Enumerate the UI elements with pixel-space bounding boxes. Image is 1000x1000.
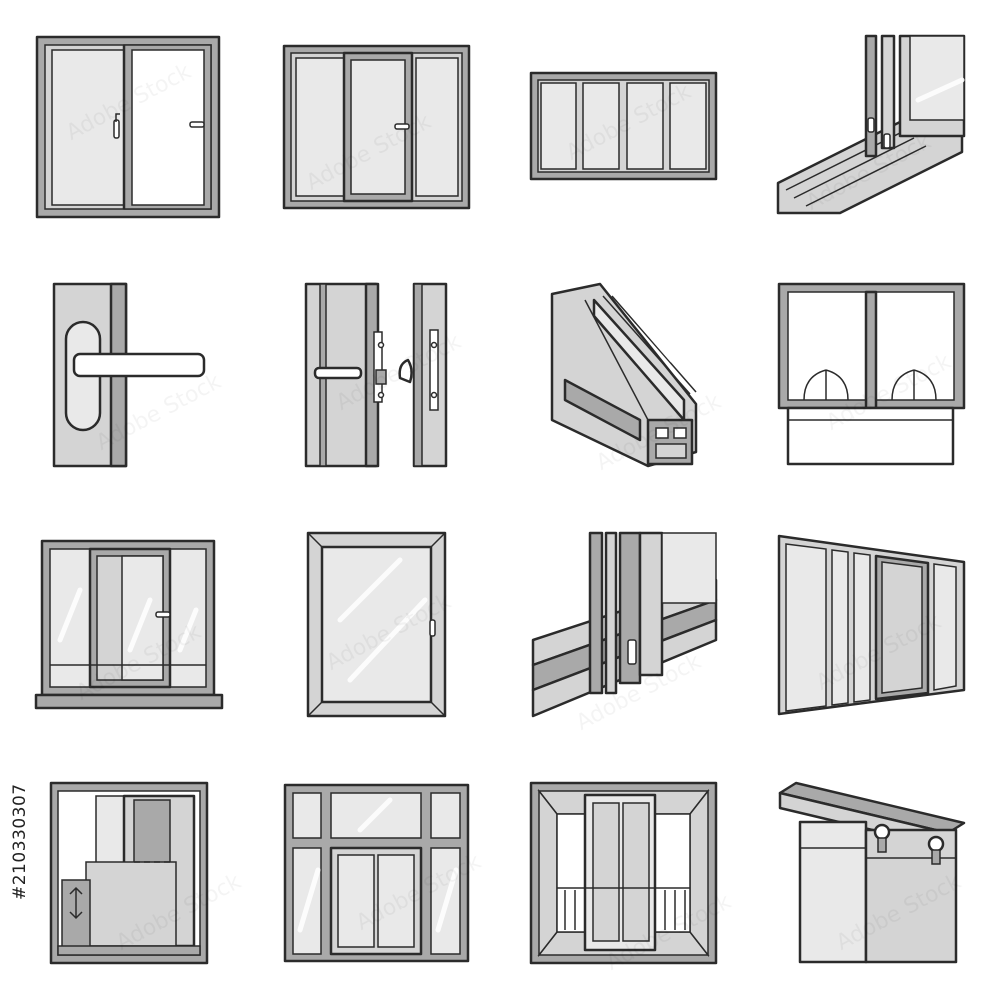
panoramic-sliding-wall-icon xyxy=(777,534,966,716)
door-handle-closeup-icon xyxy=(52,282,206,468)
stock-image-id: #210330307 xyxy=(10,783,30,900)
top-hung-sliding-door-icon xyxy=(778,781,966,964)
triple-glazing-cross-section-icon xyxy=(550,282,698,468)
lift-slide-door-icon xyxy=(49,781,209,965)
balcony-sliding-glazing-icon xyxy=(777,282,966,466)
window-with-sill-icon xyxy=(34,539,224,710)
lock-and-handle-set-icon xyxy=(304,282,448,468)
sliding-door-in-recess-icon xyxy=(529,781,718,965)
sliding-window-three-panel-icon xyxy=(282,44,471,210)
transom-double-door-icon xyxy=(283,783,470,963)
single-glass-pane-icon xyxy=(306,531,447,718)
sliding-track-profile-icon xyxy=(776,34,966,215)
four-pane-window-icon xyxy=(529,71,718,181)
sliding-rail-perspective-icon xyxy=(531,531,718,718)
sliding-door-two-panel-icon xyxy=(35,35,221,219)
